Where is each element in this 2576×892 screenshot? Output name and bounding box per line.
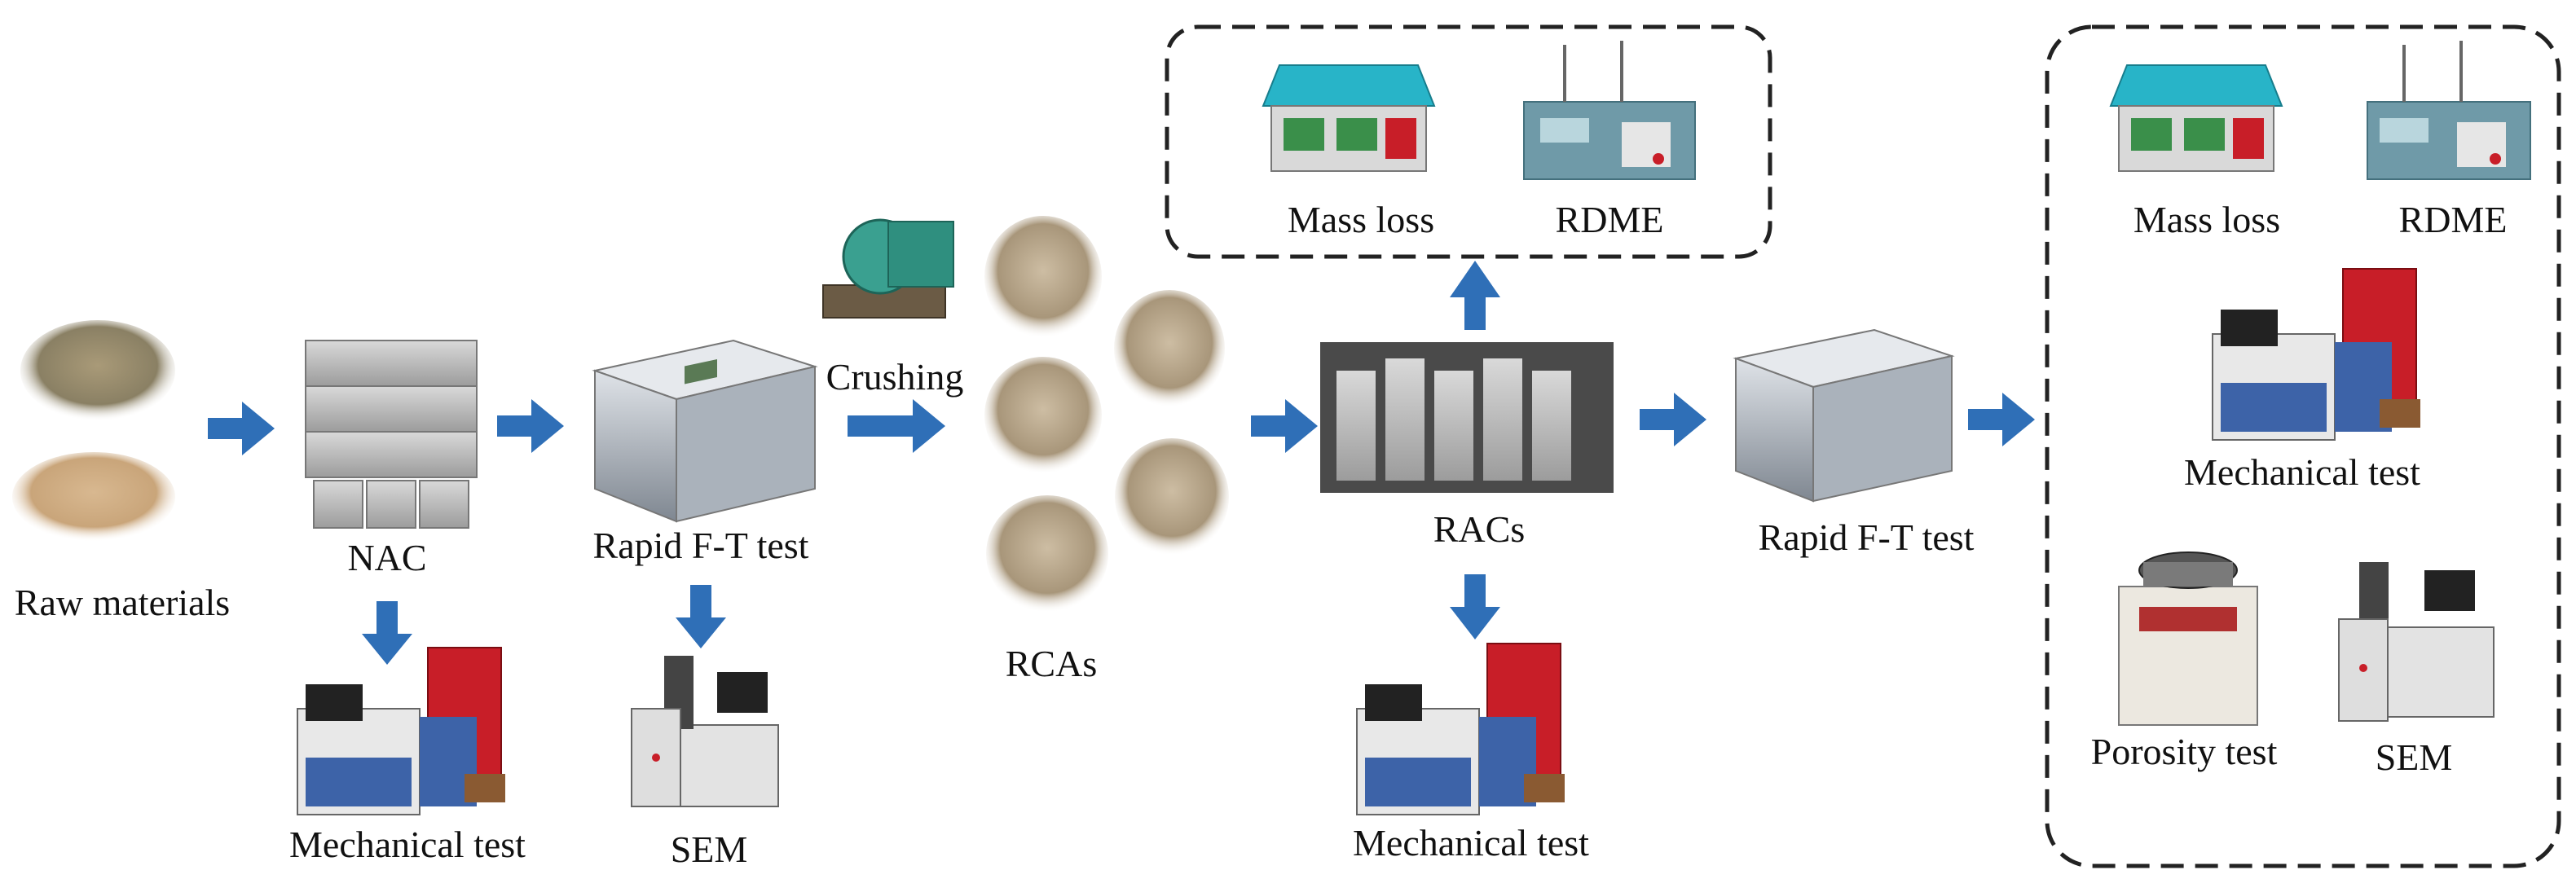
- monitor: [2221, 310, 2278, 346]
- dashed-frame-2: [2045, 24, 2561, 868]
- rac-specimen: [1483, 358, 1522, 481]
- racs-label: RACs: [1433, 508, 1525, 550]
- sem-monitor: [2424, 570, 2475, 611]
- arrow-right-icon: [848, 399, 945, 453]
- sem-label-2: SEM: [2376, 736, 2453, 778]
- rca-pile: [986, 495, 1108, 613]
- mass-loss-rdme-box: Mass loss RDME: [1165, 24, 1772, 259]
- rdme-device-icon: [2367, 41, 2531, 180]
- crushing-label: Crushing: [826, 356, 964, 398]
- nac-node: NAC: [305, 340, 478, 578]
- rca-pile: [1115, 438, 1229, 556]
- sand-image: [12, 452, 175, 542]
- rca-pile: [984, 216, 1102, 338]
- rdme-device-icon: [1523, 41, 1696, 180]
- sem-node-2: [2338, 562, 2495, 722]
- arrow-down-icon: [676, 585, 726, 648]
- mechanical-test-label-3: Mechanical test: [2184, 451, 2420, 493]
- specimen-box: [465, 774, 505, 802]
- test-machine-panel: [2221, 383, 2327, 432]
- rapid-ft-label-1: Rapid F-T test: [593, 525, 809, 566]
- rdme-label-2: RDME: [2399, 199, 2508, 240]
- concrete-prism: [305, 385, 478, 433]
- mechanical-test-node-1: Mechanical test: [289, 647, 526, 865]
- sem-monitor: [717, 672, 768, 713]
- racs-node: RACs: [1320, 342, 1614, 550]
- mass-loss-label-1: Mass loss: [1288, 199, 1434, 240]
- sem-button: [652, 754, 660, 762]
- arrow-right-icon: [497, 399, 564, 453]
- scale-icon: [2109, 64, 2283, 172]
- final-tests-box: Mass loss RDME Mechanical test Porosity …: [2045, 24, 2561, 868]
- nac-label: NAC: [347, 537, 426, 578]
- rapid-ft-node-2: Rapid F-T test: [1733, 328, 1975, 558]
- concrete-cube: [419, 480, 469, 529]
- concrete-cube: [313, 480, 363, 529]
- monitor: [1365, 684, 1422, 721]
- arrow-right-icon: [208, 402, 275, 455]
- rcas-node: RCAs: [984, 216, 1229, 684]
- sem-button: [2359, 664, 2367, 672]
- mechanical-test-node-2: Mechanical test: [1353, 643, 1589, 863]
- mass-loss-label-2: Mass loss: [2133, 199, 2280, 240]
- specimen-box: [1524, 774, 1565, 802]
- specimen-box: [2380, 399, 2420, 428]
- rcas-label: RCAs: [1006, 643, 1097, 684]
- raw-materials-label: Raw materials: [15, 582, 230, 623]
- concrete-cube: [366, 480, 416, 529]
- rapid-ft-label-2: Rapid F-T test: [1759, 516, 1975, 558]
- rdme-label-1: RDME: [1556, 199, 1664, 240]
- raw-materials-node: Raw materials: [12, 320, 230, 623]
- dashed-frame-1: [1165, 24, 1772, 259]
- concrete-prism: [305, 340, 478, 387]
- test-machine-panel: [1365, 758, 1471, 806]
- arrow-down-icon: [1450, 574, 1500, 639]
- ft-machine-side: [676, 365, 816, 523]
- concrete-prism: [305, 431, 478, 478]
- arrow-up-icon: [1450, 261, 1500, 330]
- rca-pile: [1114, 290, 1225, 407]
- rca-pile: [984, 357, 1102, 474]
- arrow-down-icon: [362, 601, 412, 665]
- rapid-ft-node-1: Rapid F-T test: [592, 339, 818, 566]
- rac-specimen: [1336, 371, 1376, 481]
- rac-specimen: [1532, 371, 1571, 481]
- rac-specimen: [1385, 358, 1425, 481]
- arrow-right-icon: [1251, 399, 1318, 453]
- sem-label-1: SEM: [671, 828, 748, 870]
- scale-icon: [1262, 64, 1436, 172]
- test-machine-panel: [306, 758, 412, 806]
- ft-control-panel: [685, 358, 717, 384]
- crushing-node: Crushing: [822, 218, 964, 398]
- coarse-aggregate-image: [20, 320, 175, 421]
- mechanical-test-label-1: Mechanical test: [289, 824, 526, 865]
- arrow-right-icon: [1968, 393, 2035, 446]
- porosity-test-label: Porosity test: [2091, 731, 2278, 772]
- rac-specimen: [1434, 371, 1473, 481]
- sem-node-1: SEM: [631, 656, 779, 870]
- porosity-tester-icon: [2118, 551, 2258, 726]
- monitor: [306, 684, 363, 721]
- mechanical-test-node-3: [2212, 268, 2420, 441]
- arrow-right-icon: [1640, 393, 1706, 446]
- crusher-body: [887, 221, 954, 288]
- ft-machine-side: [1812, 354, 1953, 503]
- mechanical-test-label-2: Mechanical test: [1353, 822, 1589, 863]
